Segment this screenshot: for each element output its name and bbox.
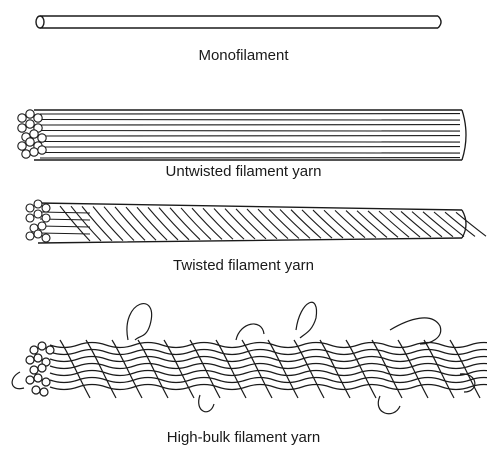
bulk-loop xyxy=(296,302,317,338)
untwisted-yarn-drawing xyxy=(18,110,466,160)
filament-end xyxy=(26,376,34,384)
filament-end xyxy=(34,210,42,218)
twisted-filament-yarn-label: Twisted filament yarn xyxy=(0,257,487,275)
filament-end xyxy=(18,114,26,122)
bulk-filament xyxy=(50,378,487,383)
filament-end xyxy=(30,346,38,354)
bulk-loop xyxy=(378,396,400,414)
filament-end xyxy=(30,366,38,374)
filament-end xyxy=(42,204,50,212)
filament-end xyxy=(30,130,38,138)
bulk-loop xyxy=(127,304,152,340)
filament-end xyxy=(18,124,26,132)
filament-end xyxy=(22,150,30,158)
twist-strand xyxy=(424,340,454,398)
filament-end xyxy=(34,230,42,238)
filament-end xyxy=(32,386,40,394)
filament-line xyxy=(40,120,460,121)
filament-end xyxy=(38,342,46,350)
filament-end xyxy=(26,120,34,128)
filament-end xyxy=(42,214,50,222)
filament-end xyxy=(46,346,54,354)
filament-end xyxy=(42,234,50,242)
filament-end xyxy=(34,354,42,362)
untwisted-filament-yarn-label: Untwisted filament yarn xyxy=(0,163,487,181)
monofilament-label: Monofilament xyxy=(0,47,487,65)
bulk-loop xyxy=(390,318,441,344)
filament-end xyxy=(38,134,46,142)
filament-end xyxy=(26,204,34,212)
filament-end xyxy=(34,200,42,208)
bulk-filament xyxy=(50,350,487,355)
filament-end xyxy=(40,388,48,396)
filament-line xyxy=(40,131,460,132)
bulk-filament xyxy=(50,364,487,369)
bulk-loop xyxy=(12,372,24,389)
twist-strand xyxy=(86,340,116,398)
filament-end xyxy=(34,114,42,122)
twist-strand xyxy=(138,340,168,398)
filament-end xyxy=(38,146,46,154)
bulk-filament xyxy=(50,371,487,376)
twist-strand xyxy=(294,340,324,398)
bulk-loop xyxy=(199,395,214,412)
filament-end xyxy=(34,374,42,382)
filament-end xyxy=(38,364,46,372)
filament-end xyxy=(26,356,34,364)
filament-end xyxy=(26,110,34,118)
filament-end xyxy=(30,148,38,156)
twist-strand xyxy=(242,340,272,398)
filament-end xyxy=(18,142,26,150)
filament-end xyxy=(26,138,34,146)
filament-line xyxy=(40,226,90,227)
filament-end xyxy=(26,214,34,222)
filament-end xyxy=(38,222,46,230)
high-bulk-filament-yarn-label: High-bulk filament yarn xyxy=(0,429,487,447)
filament-end xyxy=(26,232,34,240)
filament-line xyxy=(40,153,460,154)
monofilament-drawing xyxy=(36,16,441,28)
filament-end xyxy=(42,378,50,386)
bulk-filament xyxy=(50,357,487,362)
twisted-yarn-drawing xyxy=(26,200,486,243)
filament-line xyxy=(40,142,460,143)
bulk-loop xyxy=(236,324,264,340)
twist-strand xyxy=(190,340,220,398)
high-bulk-yarn-drawing xyxy=(12,302,487,413)
